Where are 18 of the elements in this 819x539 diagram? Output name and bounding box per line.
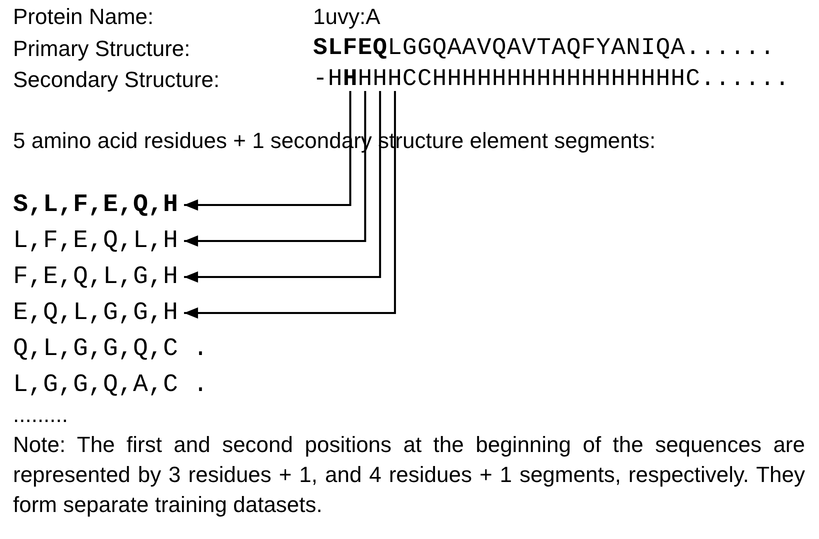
leader-arrow [184, 91, 366, 247]
leader-arrow [184, 91, 352, 211]
ellipsis-text: ......... [13, 402, 68, 428]
segment-row: L,G,G,Q,A,C . [13, 372, 208, 398]
segment-row: S,L,F,E,Q,H [13, 192, 178, 218]
segment-row: F,E,Q,L,G,H [13, 264, 178, 290]
note-text: Note: The first and second positions at the beginning of the sequences are represented by 3 residues + 1, and 4 residues + 1 segments, respectively. They form separate training datasets. [13, 431, 805, 519]
protein-id: 1uvy:A [313, 4, 380, 30]
leader-arrow [184, 91, 382, 283]
sequence-text: -HHHHHCCHHHHHHHHHHHHHHHHHC...... [313, 67, 790, 93]
sequence-text: SLFEQLGGQAAVQAVTAQFYANIQA...... [313, 36, 775, 62]
segment-row: E,Q,L,G,G,H [13, 300, 178, 326]
field-label: Secondary Structure: [13, 67, 220, 93]
leader-arrow [184, 91, 396, 319]
segment-row: L,F,E,Q,L,H [13, 228, 178, 254]
field-label: Primary Structure: [13, 36, 190, 62]
segment-row: Q,L,G,G,Q,C . [13, 336, 208, 362]
field-label: Protein Name: [13, 4, 154, 30]
